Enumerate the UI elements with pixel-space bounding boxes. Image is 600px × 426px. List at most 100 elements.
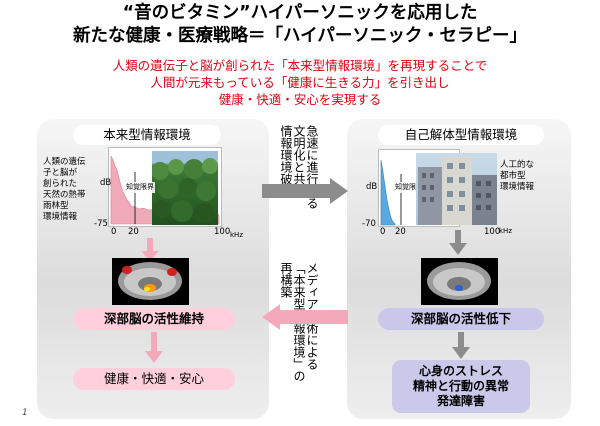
left-desc-line: 創られた xyxy=(43,179,78,189)
left-unit: kHz xyxy=(230,231,243,239)
tree-canopy xyxy=(194,203,214,223)
left-desc-line: 子と脳が xyxy=(43,168,78,178)
brain-activation xyxy=(167,268,177,276)
right-spectrum-fill xyxy=(380,159,396,226)
gray-arrow-right xyxy=(262,178,348,204)
tree-canopy xyxy=(153,200,171,218)
arrow-head xyxy=(145,351,163,363)
left-description: 人類の遺伝 子と脳が 創られた 天然の熱帯 雨林型 環境情報 xyxy=(43,157,103,223)
left-tick-100: 100 xyxy=(214,227,231,237)
building-window xyxy=(459,191,465,197)
left-limit-label: 知覚限界 xyxy=(125,182,155,193)
arrow-shaft xyxy=(455,230,461,244)
building-window xyxy=(476,181,481,186)
left-desc-line: 天然の熱帯 xyxy=(43,190,86,200)
building-window xyxy=(430,173,434,178)
left-brain-svg xyxy=(118,262,182,300)
right-arrow-down-1 xyxy=(449,230,467,255)
tree-canopy xyxy=(202,158,218,174)
brain-activation xyxy=(122,266,132,274)
building xyxy=(472,175,497,225)
building-window xyxy=(486,193,491,198)
arrow-shaft xyxy=(458,332,464,348)
right-tick-100: 100 xyxy=(484,227,501,237)
left-db-label: dB xyxy=(100,178,112,188)
right-db-label: dB xyxy=(366,182,378,192)
tree-canopy xyxy=(179,178,197,196)
title-line-2: 新たな健康・医療戦略＝「ハイパーソニック・セラピー」 xyxy=(73,26,527,46)
left-neg-label: -75 xyxy=(94,219,108,229)
arrow-head xyxy=(449,243,467,255)
city-photo xyxy=(416,153,497,225)
building-window xyxy=(459,177,465,183)
building-window xyxy=(430,185,434,190)
left-panel-heading: 本来型情報環境 xyxy=(73,125,221,145)
left-activity-label: 深部脳の活性維持 xyxy=(73,308,235,330)
building-window xyxy=(447,163,453,169)
right-tick-0: 0 xyxy=(380,227,386,237)
building xyxy=(442,157,472,225)
right-desc-line: 環境情報 xyxy=(500,182,535,192)
brain-activation xyxy=(144,287,150,291)
subtitle-line-2: 人間が元来もっている「健康に生きる力」を引き出し xyxy=(150,75,450,90)
right-brain-svg xyxy=(427,262,491,300)
building-window xyxy=(422,185,426,190)
tree-canopy xyxy=(168,159,184,175)
middle-bottom-text: メディア技術による 「本来型情報環境」の 再構築 xyxy=(279,262,319,398)
left-desc-line: 環境情報 xyxy=(43,212,78,222)
tree-canopy xyxy=(158,179,178,199)
right-result-line: 心身のストレス xyxy=(418,364,503,378)
building-window xyxy=(447,191,453,197)
tree-canopy xyxy=(196,181,216,201)
arrow-head xyxy=(452,347,470,359)
right-activity-label: 深部脳の活性低下 xyxy=(378,308,544,330)
rainforest-photo xyxy=(151,151,218,225)
right-result-line: 精神と行動の異常 xyxy=(412,379,509,393)
tree-canopy xyxy=(184,159,204,179)
building-window xyxy=(430,197,434,202)
building-window xyxy=(422,173,426,178)
right-result-line: 発達障害 xyxy=(436,394,485,408)
subtitle-line-3: 健康・快適・安心を実現する xyxy=(218,92,382,107)
right-brain-scan xyxy=(421,258,498,305)
tree-canopy xyxy=(151,162,169,180)
subtitle-line-1: 人類の遺伝子と脳が創られた「本来型情報環境」を再現することで xyxy=(112,58,488,73)
arrow-shaft xyxy=(151,332,157,352)
right-result-box: 心身のストレス 精神と行動の異常 発達障害 xyxy=(392,360,530,413)
arrow-head xyxy=(330,178,348,204)
brain-core xyxy=(447,277,471,291)
building-window xyxy=(447,177,453,183)
arrow-shaft xyxy=(262,184,332,198)
right-desc-line: 都市型 xyxy=(500,171,526,181)
building-window xyxy=(486,181,491,186)
rainforest-canopy-svg xyxy=(151,158,218,223)
right-tick-20: 20 xyxy=(395,227,406,237)
right-unit: kHz xyxy=(499,227,512,235)
building-window xyxy=(476,193,481,198)
brain-deactivation xyxy=(455,285,463,291)
building-window xyxy=(486,205,491,210)
right-neg-label: -70 xyxy=(362,219,376,229)
left-result-label: 健康・快適・安心 xyxy=(73,368,235,390)
left-tick-0: 0 xyxy=(111,227,117,237)
middle-bottom-col: 再構築 xyxy=(279,262,293,298)
left-arrow-down-1 xyxy=(141,238,159,261)
right-description: 人工的な 都市型 環境情報 xyxy=(500,160,560,193)
building-window xyxy=(459,205,465,211)
arrow-head xyxy=(141,251,159,261)
left-desc-line: 雨林型 xyxy=(43,201,69,211)
arrow-shaft xyxy=(147,238,153,252)
right-limit-label: 知覚限界 xyxy=(394,182,424,193)
pink-arrow-left xyxy=(262,304,348,330)
right-arrow-down-2 xyxy=(452,332,470,359)
middle-top-col: 文明化と共に xyxy=(292,125,306,197)
left-tick-20: 20 xyxy=(128,227,139,237)
tree-canopy xyxy=(171,200,193,222)
arrow-shaft xyxy=(278,310,348,324)
left-brain-scan xyxy=(112,258,189,305)
right-desc-line: 人工的な xyxy=(500,160,535,170)
building-window xyxy=(422,197,426,202)
left-desc-line: 人類の遺伝 xyxy=(43,157,86,167)
building-window xyxy=(459,163,465,169)
arrow-head xyxy=(262,304,280,330)
